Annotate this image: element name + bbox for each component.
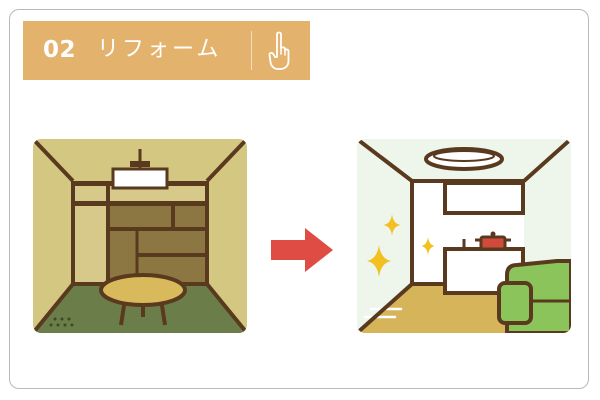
section-number: 02 (43, 37, 77, 63)
right-arrow-icon (271, 228, 333, 272)
renovated-room-illustration (357, 139, 571, 333)
pointing-hand-icon (268, 31, 290, 70)
section-title: リフォーム (97, 37, 222, 62)
old-room-illustration (33, 139, 247, 333)
header-divider (251, 31, 252, 70)
section-header: 02 リフォーム (23, 21, 310, 80)
